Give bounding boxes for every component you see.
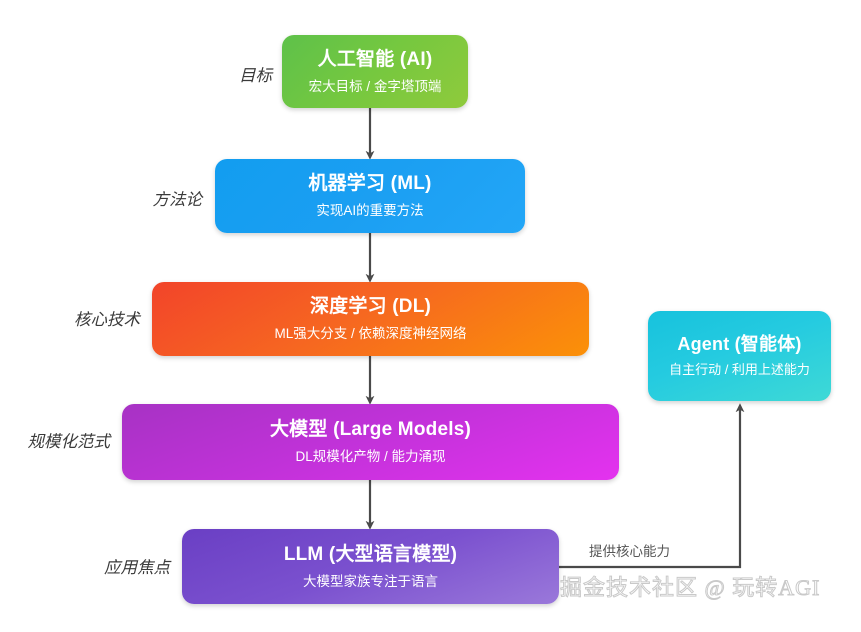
tier-label-goal: 目标 [239, 66, 272, 85]
node-agent[interactable]: Agent (智能体) 自主行动 / 利用上述能力 [648, 311, 831, 401]
tier-label-application-focus: 应用焦点 [104, 558, 170, 577]
node-large-models[interactable]: 大模型 (Large Models) DL规模化产物 / 能力涌现 [122, 404, 619, 480]
node-title: Agent (智能体) [677, 334, 802, 355]
node-subtitle: 宏大目标 / 金字塔顶端 [308, 78, 442, 94]
node-deep-learning[interactable]: 深度学习 (DL) ML强大分支 / 依赖深度神经网络 [152, 282, 589, 356]
node-title: 深度学习 (DL) [309, 296, 432, 318]
node-machine-learning[interactable]: 机器学习 (ML) 实现AI的重要方法 [215, 159, 525, 233]
edge-label-provides-core-capability: 提供核心能力 [589, 544, 670, 559]
node-title: 人工智能 (AI) [317, 48, 433, 70]
node-subtitle: 大模型家族专注于语言 [303, 573, 438, 589]
node-llm[interactable]: LLM (大型语言模型) 大模型家族专注于语言 [182, 529, 559, 604]
node-subtitle: DL规模化产物 / 能力涌现 [295, 449, 446, 465]
node-subtitle: ML强大分支 / 依赖深度神经网络 [274, 326, 467, 342]
tier-label-core-technology: 核心技术 [74, 310, 140, 329]
node-subtitle: 自主行动 / 利用上述能力 [669, 361, 810, 377]
node-title: 大模型 (Large Models) [269, 419, 471, 441]
node-subtitle: 实现AI的重要方法 [316, 203, 424, 219]
node-title: LLM (大型语言模型) [283, 543, 458, 565]
tier-label-methodology: 方法论 [152, 190, 203, 209]
node-artificial-intelligence[interactable]: 人工智能 (AI) 宏大目标 / 金字塔顶端 [282, 35, 468, 108]
arrow-llm-to-agent [559, 403, 745, 569]
node-title: 机器学习 (ML) [308, 173, 432, 195]
tier-label-scaling-paradigm: 规模化范式 [27, 432, 111, 451]
